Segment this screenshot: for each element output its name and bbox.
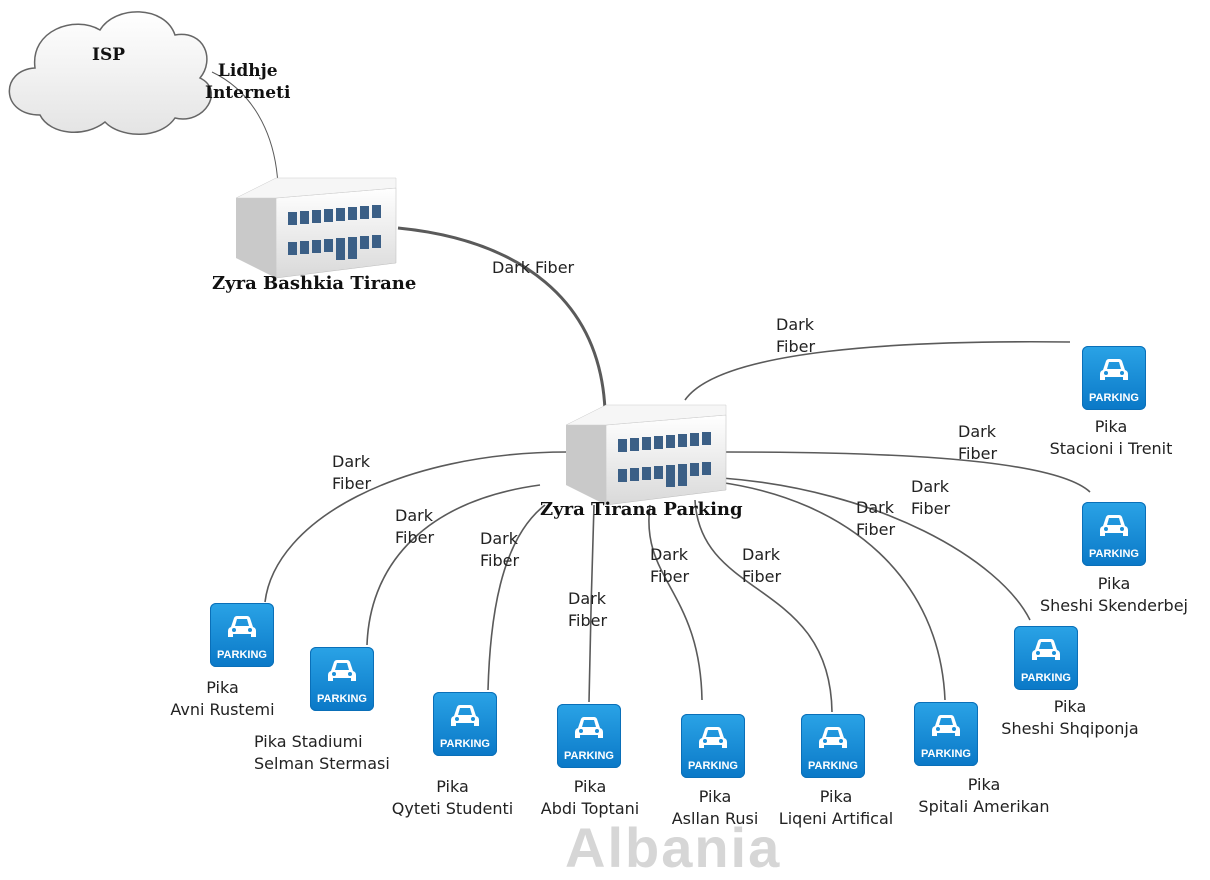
line-stadiumi [366, 484, 541, 646]
parking-icon: PARKING [801, 714, 865, 778]
parking-icon: PARKING [1014, 626, 1078, 690]
line-asllan [648, 504, 703, 701]
line-abdi [588, 504, 595, 703]
isp-label: ISP [92, 45, 126, 65]
office-building-icon [565, 404, 727, 506]
parking-icon: PARKING [681, 714, 745, 778]
parking-icon: PARKING [914, 702, 978, 766]
parking-office-label: Zyra Tirana Parking [540, 499, 743, 520]
parking-icon: PARKING [433, 692, 497, 756]
parking-icon: PARKING [310, 647, 374, 711]
line-skenderbej [724, 451, 1091, 493]
main-fiber-line [397, 226, 607, 411]
line-spitali [717, 481, 946, 701]
line-shqiponja [721, 477, 1031, 621]
parking-icon: PARKING [1082, 346, 1146, 410]
main-fiber-label: Dark Fiber [492, 258, 575, 277]
connection-lines [211, 71, 1091, 713]
isp-cloud-icon [8, 11, 213, 135]
line-qyteti [487, 504, 546, 691]
line-liqeni [694, 499, 833, 713]
parking-icon: PARKING [210, 603, 274, 667]
line-stacioni [684, 340, 1071, 401]
internet-line [211, 71, 279, 186]
parking-icon: PARKING [1082, 502, 1146, 566]
parking-icon: PARKING [557, 704, 621, 768]
office-building-icon [235, 177, 397, 279]
main-office-label: Zyra Bashkia Tirane [212, 273, 417, 294]
line-avni [264, 451, 569, 603]
